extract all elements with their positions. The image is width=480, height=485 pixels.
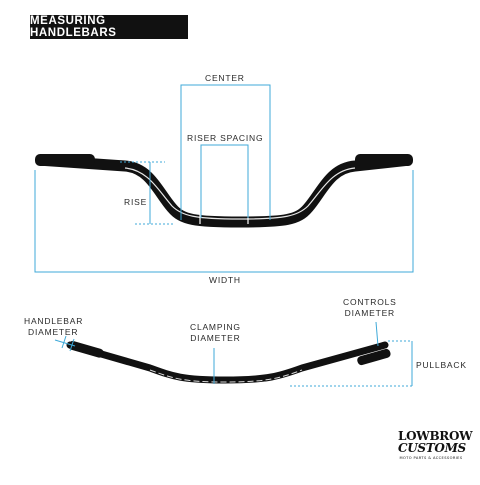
riser-spacing-bracket	[200, 144, 249, 218]
pullback-label: PULLBACK	[416, 360, 467, 370]
top-dimension-lines	[54, 321, 413, 387]
handlebar-diameter-line2: DIAMETER	[28, 327, 79, 337]
width-bracket	[34, 170, 414, 273]
handlebar-diameter-tick-a	[61, 335, 67, 349]
logo-tagline: MOTO PARTS & ACCESSORIES	[399, 456, 463, 460]
controls-diameter-line2: DIAMETER	[344, 308, 395, 318]
width-label: WIDTH	[209, 275, 241, 285]
center-label: CENTER	[205, 73, 245, 83]
clamping-diameter-line2: DIAMETER	[190, 333, 241, 343]
riser-spacing-label: RISER SPACING	[187, 133, 264, 143]
top-bar-body	[66, 341, 389, 384]
rise-label: RISE	[124, 197, 148, 207]
page-title: MEASURING HANDLEBARS	[30, 15, 188, 39]
logo-line2: CUSTOMS	[398, 441, 466, 455]
handlebar-diameter-line1: HANDLEBAR	[24, 316, 84, 326]
clamping-diameter-label: CLAMPING DIAMETER	[190, 322, 241, 344]
left-grip-end	[35, 154, 95, 166]
front-dimension-lines	[34, 84, 414, 273]
right-grip-end	[355, 154, 413, 166]
logo-line1: LOWBROW	[398, 429, 473, 443]
front-bar-body	[37, 154, 411, 228]
controls-diameter-line1: CONTROLS	[343, 297, 397, 307]
right-top-grip	[357, 348, 391, 366]
controls-diameter-leader	[375, 321, 379, 347]
controls-diameter-label: CONTROLS DIAMETER	[343, 297, 397, 319]
front-view-handlebar	[35, 154, 413, 228]
handlebar-diameter-label: HANDLEBAR DIAMETER	[24, 316, 83, 338]
clamping-diameter-line1: CLAMPING	[190, 322, 241, 332]
center-bracket	[180, 84, 271, 220]
top-bar-highlight	[149, 369, 303, 383]
top-view-handlebar	[66, 340, 391, 384]
left-top-grip	[68, 340, 104, 358]
front-bar-highlight	[124, 167, 356, 220]
lowbrow-customs-logo: LOWBROW CUSTOMS MOTO PARTS & ACCESSORIES	[398, 429, 473, 470]
handlebar-diameter-tick-b	[69, 338, 75, 352]
